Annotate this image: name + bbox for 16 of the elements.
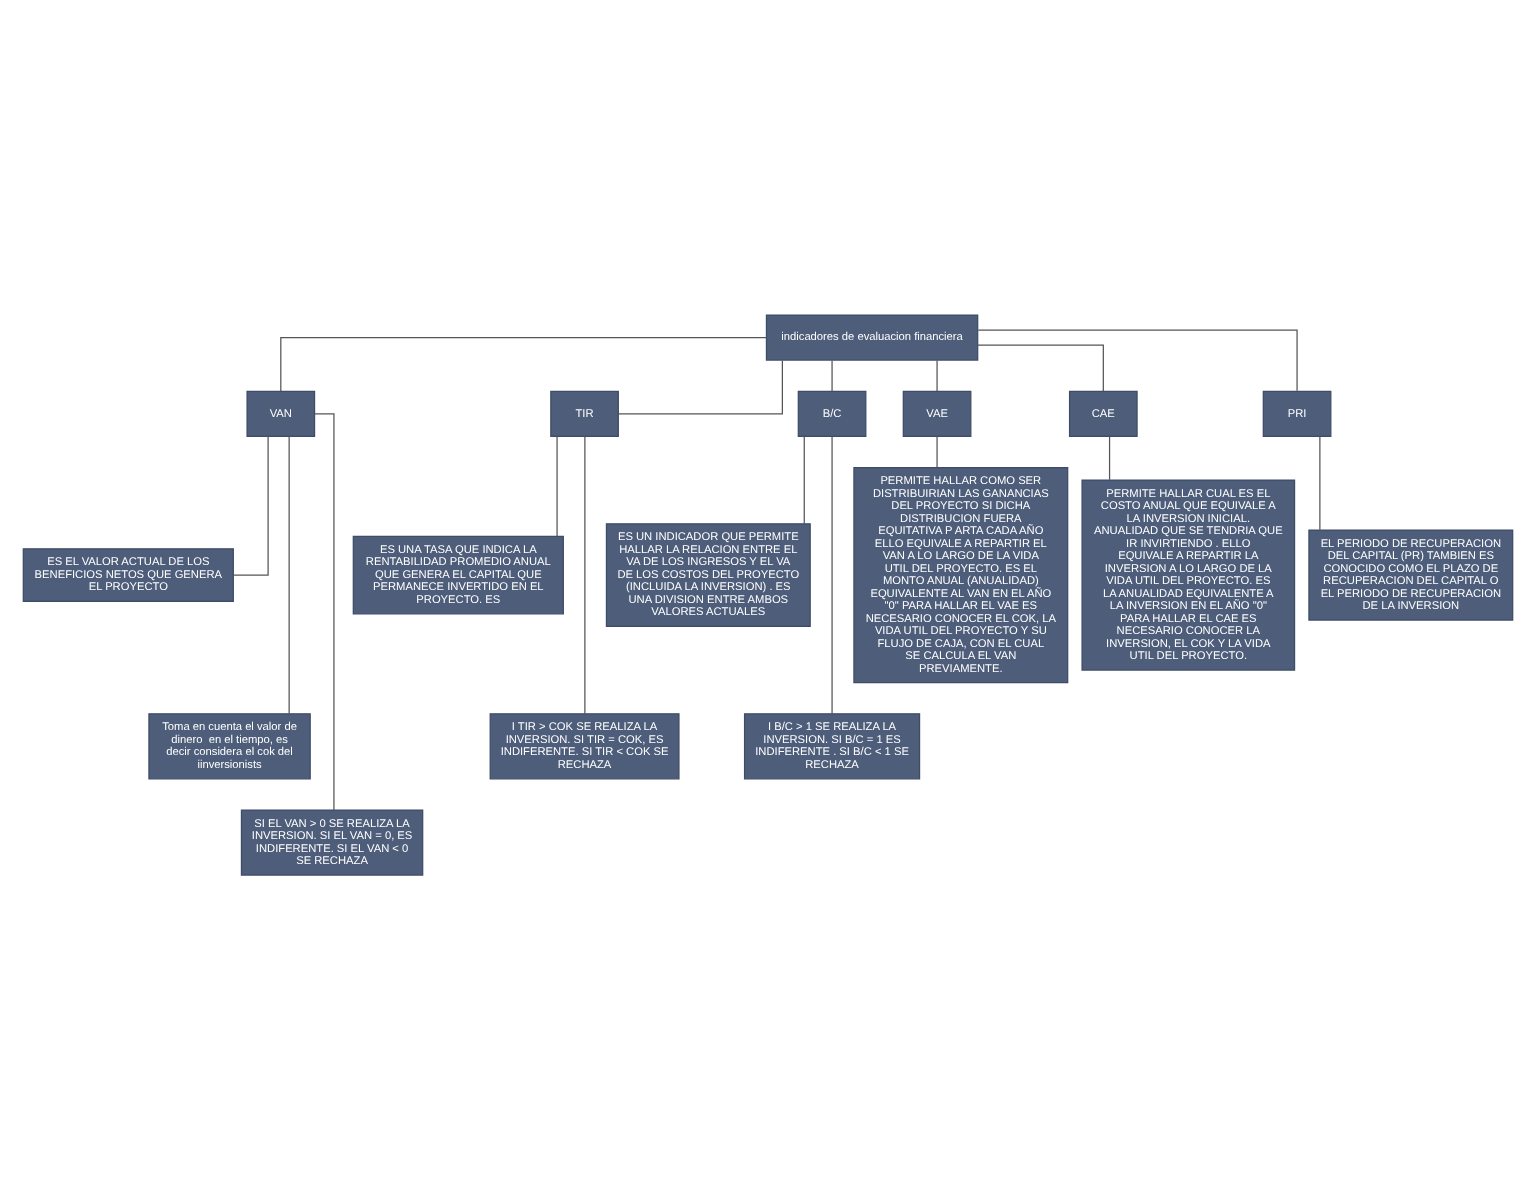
connector — [280, 335, 767, 391]
connector — [936, 434, 938, 467]
connector — [556, 434, 558, 536]
connector — [288, 434, 290, 714]
connector — [1319, 434, 1321, 530]
connector — [977, 343, 1104, 391]
connector — [314, 412, 335, 810]
connector — [936, 358, 938, 391]
connector — [1108, 434, 1111, 480]
connector — [977, 328, 1298, 391]
connector — [617, 358, 783, 414]
connector — [232, 434, 269, 575]
connector — [831, 358, 833, 391]
connector — [803, 434, 805, 524]
connector — [584, 434, 586, 714]
connector — [831, 434, 833, 714]
